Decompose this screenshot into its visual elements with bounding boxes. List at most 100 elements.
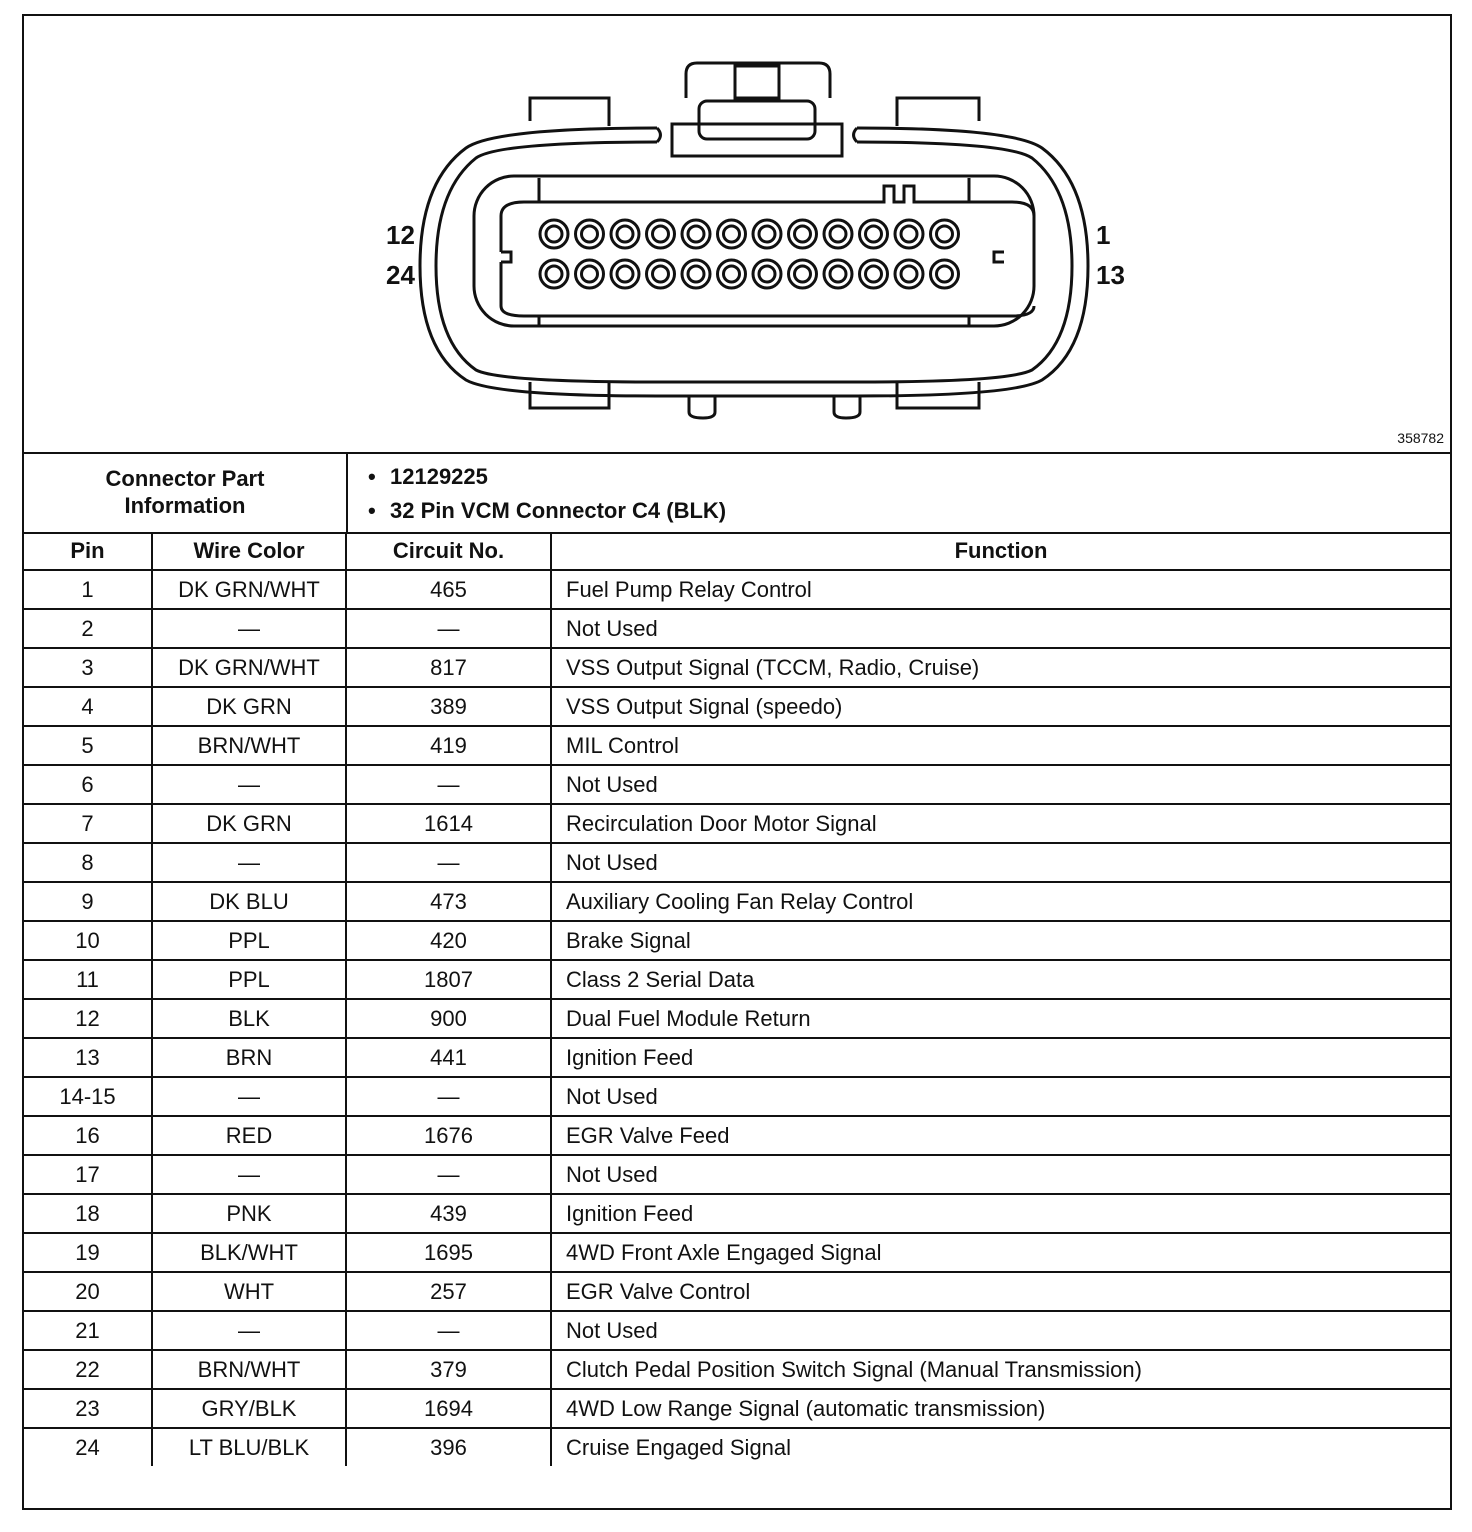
pin-cavity-inner [864,224,883,244]
pin-cavity-outer [822,218,854,250]
part-number: 12129225 [348,460,726,494]
pin-cavity-outer [893,258,925,290]
cell-pin: 3 [24,647,153,688]
pin-cavity-outer [929,258,960,290]
connector-description: 32 Pin VCM Connector C4 (BLK) [348,494,726,528]
figure-id: 358782 [1397,430,1444,446]
pin-cavity-outer [716,218,747,250]
pinout-sheet: 12 24 1 13 358782 Connector Part Informa… [22,14,1452,1510]
pin-cavity-outer [858,258,889,290]
pin-cavity-inner [686,264,706,284]
pin-cavity-outer [680,258,712,290]
cell-function: Not Used [550,764,1450,805]
pin-label-top-left: 12 [386,220,415,250]
cell-function: Recirculation Door Motor Signal [550,803,1450,844]
cell-wire-color: GRY/BLK [151,1388,347,1429]
pin-cavity-outer [822,258,854,290]
cell-pin: 22 [24,1349,153,1390]
pin-cavity-inner [757,264,777,284]
cell-function: Not Used [550,608,1450,649]
pin-cavity-outer [716,258,747,290]
pin-cavities [538,218,960,290]
pin-cavity-inner [757,224,777,244]
pin-cavity-outer [609,218,641,250]
pin-cavity-inner [580,224,599,244]
table-row: 2——Not Used [24,608,1450,649]
cell-function: Auxiliary Cooling Fan Relay Control [550,881,1450,922]
cell-circuit-no: 257 [345,1271,552,1312]
cell-pin: 16 [24,1115,153,1156]
pin-cavity-inner [935,224,954,244]
cell-pin: 21 [24,1310,153,1351]
pin-cavity-outer [538,258,570,290]
cell-wire-color: BRN [151,1037,347,1078]
pin-cavity-inner [793,224,812,244]
cell-pin: 2 [24,608,153,649]
cell-function: Not Used [550,1154,1450,1195]
pin-cavity-outer [645,258,676,290]
cell-wire-color: PNK [151,1193,347,1234]
cell-circuit-no: — [345,1154,552,1195]
pin-cavity-outer [893,218,925,250]
table-header-row: Pin Wire Color Circuit No. Function [24,532,1450,571]
cell-circuit-no: 900 [345,998,552,1039]
cell-circuit-no: — [345,764,552,805]
pin-cavity-outer [680,218,712,250]
cell-circuit-no: 1614 [345,803,552,844]
pin-cavity-inner [651,224,670,244]
cell-pin: 18 [24,1193,153,1234]
cell-function: VSS Output Signal (speedo) [550,686,1450,727]
cell-wire-color: RED [151,1115,347,1156]
cell-function: Fuel Pump Relay Control [550,569,1450,610]
pin-cavity-inner [651,264,670,284]
table-row: 8——Not Used [24,842,1450,883]
pin-label-bottom-right: 13 [1096,260,1125,290]
cell-wire-color: — [151,1310,347,1351]
cell-wire-color: BRN/WHT [151,1349,347,1390]
cell-circuit-no: 1695 [345,1232,552,1273]
cell-function: 4WD Front Axle Engaged Signal [550,1232,1450,1273]
cell-function: Clutch Pedal Position Switch Signal (Man… [550,1349,1450,1390]
pin-cavity-inner [544,264,564,284]
pin-cavity-outer [574,258,605,290]
cell-circuit-no: — [345,608,552,649]
pin-cavity-inner [935,264,954,284]
cell-function: Not Used [550,1076,1450,1117]
pin-cavity-outer [645,218,676,250]
cell-wire-color: — [151,842,347,883]
cell-wire-color: WHT [151,1271,347,1312]
header-pin: Pin [24,532,153,571]
pin-cavity-inner [864,264,883,284]
cell-function: Ignition Feed [550,1037,1450,1078]
cell-pin: 12 [24,998,153,1039]
header-wire-color: Wire Color [151,532,347,571]
cell-function: Class 2 Serial Data [550,959,1450,1000]
cell-pin: 10 [24,920,153,961]
cell-wire-color: PPL [151,959,347,1000]
cell-circuit-no: 379 [345,1349,552,1390]
pin-cavity-inner [828,264,848,284]
connector-face-drawing [418,61,1090,420]
cell-function: Cruise Engaged Signal [550,1427,1450,1466]
cell-pin: 7 [24,803,153,844]
cell-circuit-no: 441 [345,1037,552,1078]
header-circuit-no: Circuit No. [345,532,552,571]
pin-cavity-inner [722,224,741,244]
cell-circuit-no: 473 [345,881,552,922]
cell-function: VSS Output Signal (TCCM, Radio, Cruise) [550,647,1450,688]
cell-circuit-no: 396 [345,1427,552,1466]
pin-cavity-inner [793,264,812,284]
cell-wire-color: DK GRN [151,803,347,844]
cell-function: Not Used [550,1310,1450,1351]
cell-function: Brake Signal [550,920,1450,961]
cell-wire-color: — [151,1154,347,1195]
cell-pin: 6 [24,764,153,805]
pin-cavity-inner [899,224,919,244]
pin-cavity-inner [899,264,919,284]
